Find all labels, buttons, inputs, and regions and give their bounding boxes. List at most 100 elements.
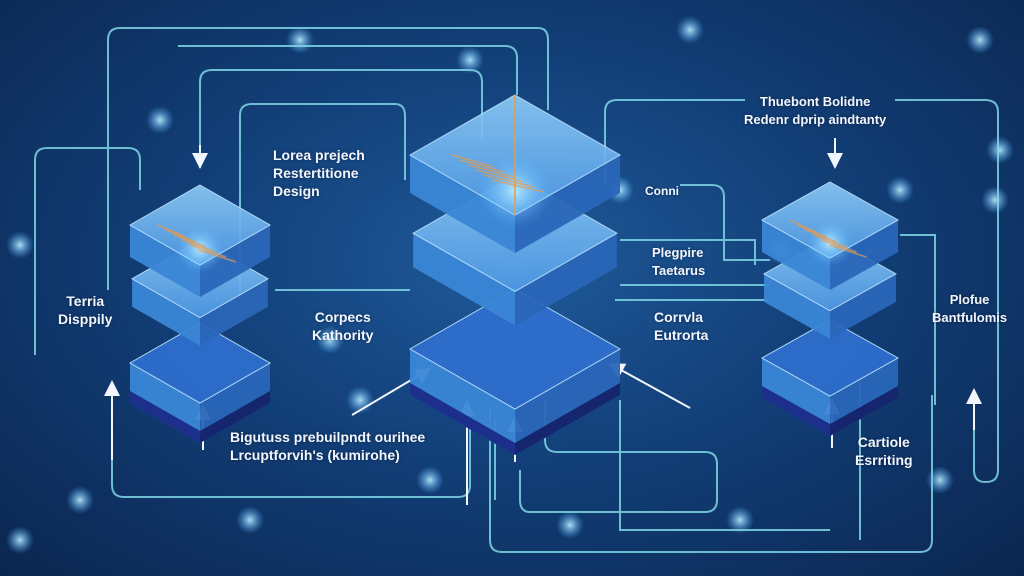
slab-top-face [408,288,622,410]
circuit-trace [165,229,197,243]
label-line: Plofue [949,292,990,307]
label-line: Taetarus [652,263,706,278]
connector-line [519,400,718,513]
label-line: Bigutuss prebuilpndt ourihee [230,429,426,445]
label-line: Eutrorta [654,327,709,343]
sparkle [981,186,1009,214]
circuit-trace [796,224,827,238]
base-left-face [410,383,515,455]
slab-left-face [762,220,830,290]
circuit-trace [181,239,217,253]
label-center-right-low: Corrvla Eutrorta [654,308,708,344]
sparkle [676,16,704,44]
label-top-right: Thuebont Bolidne Redenr dprip aindtanty [744,93,886,129]
connector-line [239,103,406,300]
left-stack [128,184,272,443]
base-left-face [130,391,200,443]
label-line: Lrcuptforvih's (kumirohe) [230,447,400,463]
connector-line [895,99,999,483]
circuit-trace [467,164,515,178]
base-right-face [200,391,270,443]
label-line: Terria [66,293,105,309]
label-center-right-mid: Plegpire Taetarus [652,244,705,280]
label-line: Disppily [58,311,113,327]
label-left: Terria Disppily [58,292,112,328]
connector-lines [34,27,999,553]
slab-top-face [760,319,900,397]
slab-left-face [764,273,830,339]
circuit-trace [788,219,817,233]
arrow [608,363,691,409]
slab-right-face [200,278,268,346]
circuit-trace [812,234,847,248]
connector-line [178,45,518,95]
label-line: Corrvla [654,309,704,325]
label-bottom-center: Bigutuss prebuilpndt ourihee Lrcuptforvi… [230,428,425,464]
center-stack [408,94,622,455]
label-line: Lorea prejech [273,147,365,163]
connector-line [111,390,471,498]
slab-top-face [128,322,272,404]
sparkle [146,106,174,134]
base-right-face [515,383,620,455]
slab-right-face [830,273,896,339]
label-line: Cartiole [857,434,910,450]
connector-line [34,147,141,355]
sparkle [966,26,994,54]
connector-line [199,69,483,168]
label-line: Esrriting [855,452,913,468]
label-top-left: Lorea prejech Restertitione Design [273,146,365,200]
slab-left-face [410,155,515,253]
sparkle [286,26,314,54]
sparkle [66,486,94,514]
label-line: Corpecs [314,309,371,325]
circuit-trace [459,159,505,173]
sparkle [556,511,584,539]
sparkle [886,176,914,204]
sparkle [726,506,754,534]
sparkle [6,526,34,554]
label-line: Thuebont Bolidne [759,94,871,109]
slab-right-face [830,220,898,290]
label-right: Plofue Bantfulomis [932,291,1007,327]
connector-line [107,27,549,290]
connector-line [604,99,745,185]
sparkle [986,136,1014,164]
label-bottom-right: Cartiole Esrriting [855,433,913,469]
circuit-trace [475,169,525,183]
label-mid-left: Corpecs Kathority [312,308,373,344]
connector-line [620,239,756,265]
sparkle [926,466,954,494]
slab-left-face [130,225,200,297]
slab-left-face [132,278,200,346]
circuit-trace [173,234,207,248]
connector-line [900,234,936,405]
circuit-trace [804,229,837,243]
right-stack [760,181,900,436]
sparkle [316,326,344,354]
slab-right-face [515,155,620,253]
slab-right-face [515,233,617,326]
circuit-trace [828,244,867,258]
base-left-face [762,386,830,436]
label-line: Kathority [312,327,374,343]
label-line: Redenr dprip aindtanty [744,112,887,127]
label-line: Bantfulomis [932,310,1008,325]
slab-left-face [413,233,515,326]
circuit-trace [197,249,237,263]
sparkle [456,46,484,74]
circuit-trace [189,244,227,258]
sparkle [6,231,34,259]
circuit-trace [820,239,857,253]
label-line: Restertitione [273,165,359,181]
circuit-trace [157,224,187,238]
sparkle [416,466,444,494]
base-right-face [830,386,898,436]
label-line: Plegpire [652,245,704,260]
sparkle [236,506,264,534]
circuit-trace [451,154,495,168]
label-line: Design [273,183,320,199]
connector-line [619,400,830,531]
circuit-trace [491,179,545,193]
